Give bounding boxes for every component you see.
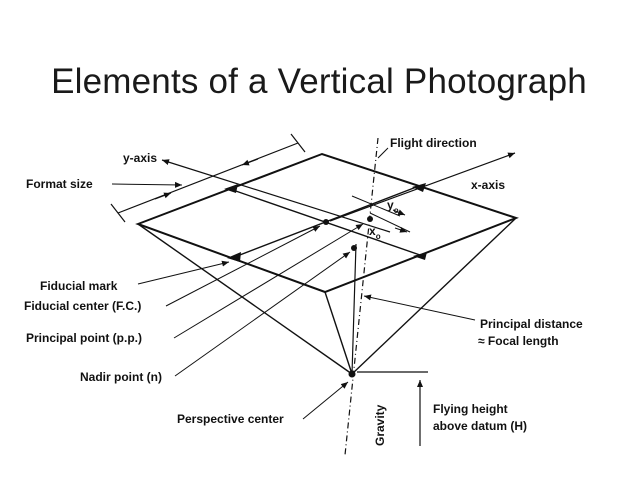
flying-height-dimension [357, 371, 428, 446]
format-size-line [117, 142, 299, 214]
perspective-center-point [348, 370, 356, 378]
label-y-axis: y-axis [123, 151, 157, 165]
label-nadir-point: Nadir point (n) [80, 370, 162, 384]
optical-axis [351, 243, 357, 375]
label-focal-length: ≈ Focal length [478, 334, 559, 348]
label-principal-distance: Principal distance [480, 317, 583, 331]
label-above-datum: above datum (H) [433, 419, 527, 433]
y-axis-line [161, 159, 391, 233]
label-x-axis: x-axis [471, 178, 505, 192]
leader-lines [111, 147, 476, 420]
fiducial-center-point [323, 219, 329, 225]
gravity-line [344, 137, 379, 456]
x-axis-line [329, 152, 516, 222]
label-flight-direction: Flight direction [390, 136, 477, 150]
label-fiducial-mark: Fiducial mark [40, 279, 118, 293]
nadir-point [351, 245, 357, 251]
label-principal-point: Principal point (p.p.) [26, 331, 142, 345]
label-yo: yo [387, 198, 399, 215]
slide-title: Elements of a Vertical Photograph [51, 62, 587, 101]
label-flying-height: Flying height [433, 402, 508, 416]
label-xo: xo [369, 224, 381, 241]
label-perspective-center: Perspective center [177, 412, 284, 426]
pyramid-edges [137, 217, 517, 375]
fiducial-marks [224, 183, 427, 262]
label-fiducial-center: Fiducial center (F.C.) [24, 299, 141, 313]
principal-point [367, 216, 373, 222]
label-format-size: Format size [26, 177, 93, 191]
offset-markers [351, 195, 411, 233]
label-gravity: Gravity [373, 404, 387, 446]
